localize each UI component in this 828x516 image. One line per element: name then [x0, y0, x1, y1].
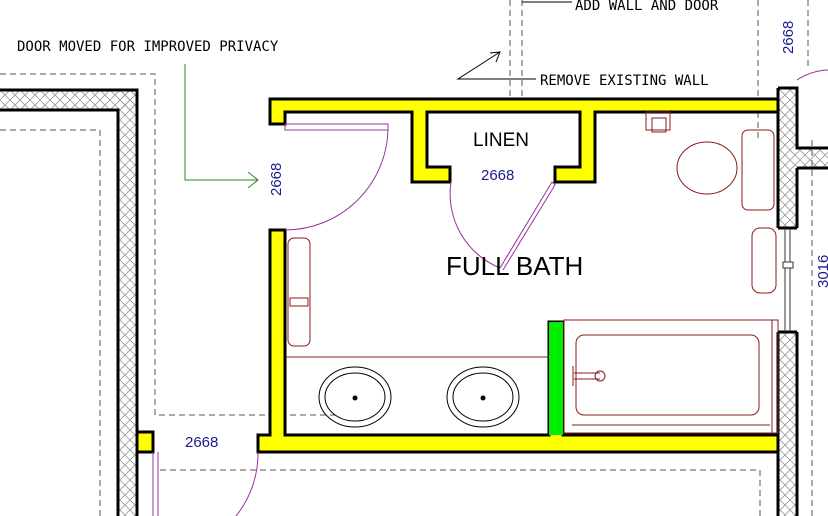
room-label-linen: LINEN	[473, 130, 529, 151]
existing-wall-right	[776, 86, 828, 516]
toilet-tank	[645, 111, 671, 131]
dim-top-right-door: 2668	[780, 21, 797, 54]
dim-hall-door: 2668	[185, 434, 218, 451]
leaders	[184, 1, 572, 189]
toilet-bowl	[676, 141, 738, 195]
note-door-moved: DOOR MOVED FOR IMPROVED PRIVACY	[17, 39, 279, 55]
sinks	[318, 366, 520, 428]
existing-wall-left	[0, 88, 139, 516]
room-label-full-bath: FULL BATH	[446, 251, 583, 281]
fixtures	[285, 111, 779, 434]
dim-linen-door: 2668	[481, 167, 514, 184]
note-add-wall: ADD WALL AND DOOR	[575, 0, 719, 14]
towel-bar	[751, 227, 777, 294]
green-wall	[549, 322, 563, 435]
note-remove-wall: REMOVE EXISTING WALL	[540, 73, 709, 89]
door-swings	[152, 69, 828, 516]
grab-bar	[287, 237, 311, 347]
bathtub	[563, 319, 779, 434]
dim-bath-door: 2668	[268, 163, 285, 196]
dim-right-window: 3016	[815, 255, 828, 288]
